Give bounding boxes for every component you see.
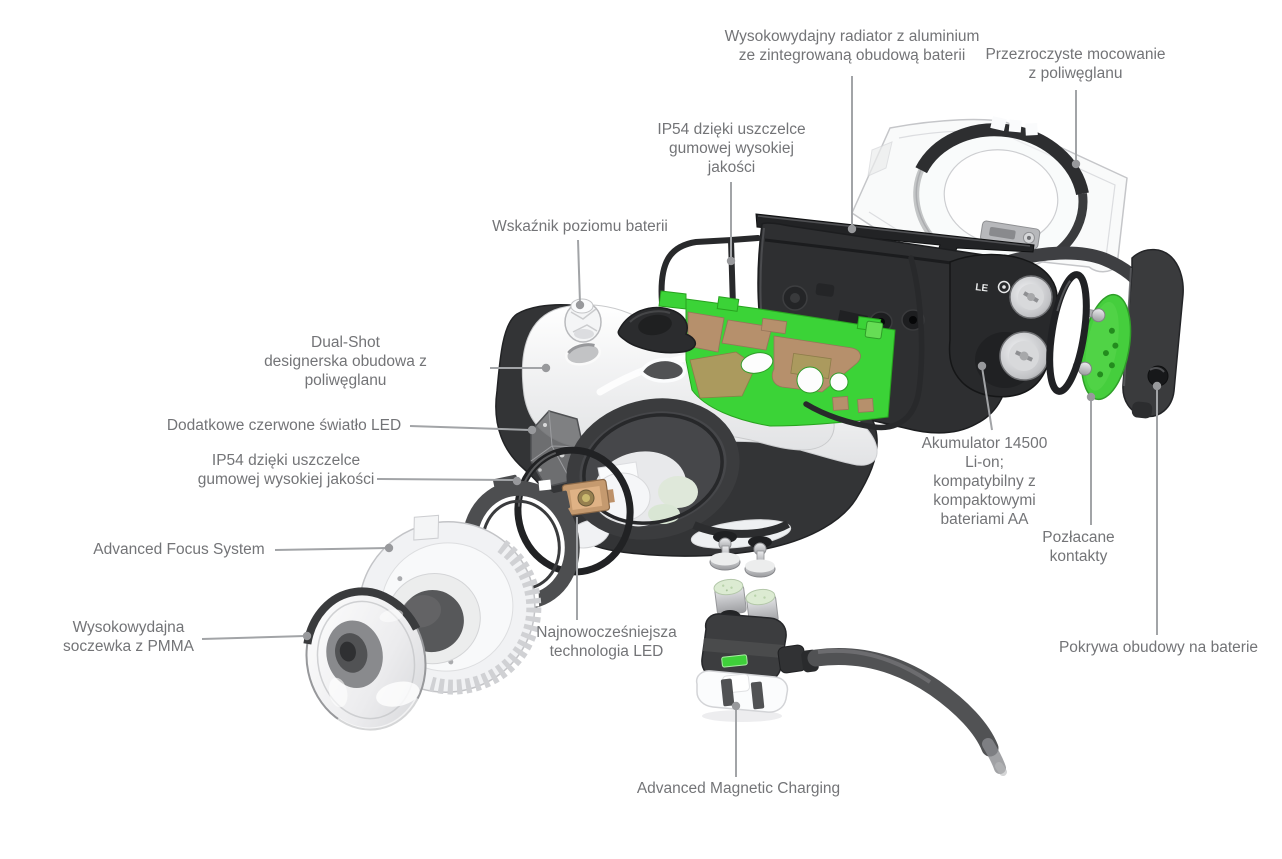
label-red-led: Dodatkowe czerwone światło LED	[166, 417, 402, 434]
pcb-hole	[796, 366, 824, 394]
leader-dot	[575, 300, 585, 310]
leader-line	[409, 425, 531, 431]
led-module	[557, 478, 615, 517]
leader-lines	[201, 76, 1162, 777]
leader-dot	[302, 631, 312, 641]
charge-contact-cylinder	[713, 578, 747, 616]
charging-pins	[709, 531, 776, 578]
oring-right-illustration	[1046, 271, 1090, 395]
label-battery-cover: Pokrywa obudowy na baterie	[1058, 639, 1259, 656]
leader-dot	[1071, 159, 1081, 169]
leader-dot	[731, 701, 741, 711]
leader-line	[201, 635, 306, 640]
power-switch	[617, 306, 696, 354]
leader-line	[376, 478, 516, 481]
copper-pad	[857, 398, 874, 413]
front-oring	[514, 446, 634, 576]
leader-dot	[977, 361, 987, 371]
leader-line	[274, 547, 388, 551]
label-battery-14500: Akumulator 14500 Li-on; kompatybilny z k…	[921, 435, 1048, 528]
radiator-logo-text: LE	[975, 282, 989, 295]
leader-dot	[541, 363, 551, 373]
label-clear-mount: Przezroczyste mocowanie z poliwęglanu	[985, 46, 1166, 82]
label-radiator: Wysokowydajny radiator z aluminium ze zi…	[724, 28, 980, 64]
leader-dot	[512, 476, 522, 486]
label-battery-indicator: Wskaźnik poziomu baterii	[492, 218, 668, 235]
battery-cover-illustration	[1122, 248, 1184, 419]
label-dual-shot-housing: Dual-Shot designerska obudowa z poliwęgl…	[264, 334, 427, 389]
leader-dot	[847, 224, 857, 234]
leader-dot	[384, 543, 394, 553]
label-ip54-seal-left: IP54 dzięki uszczelce gumowej wysokiej j…	[197, 452, 375, 488]
tilt-wire-left	[658, 235, 761, 310]
leader-line	[981, 366, 993, 431]
charge-led-window	[721, 654, 748, 668]
pcb-hole	[829, 372, 849, 392]
lens-assembly	[303, 446, 634, 732]
leader-line	[577, 239, 581, 304]
leader-dot	[726, 256, 736, 266]
leader-dot	[1152, 381, 1162, 391]
charger-illustration	[695, 578, 1007, 776]
label-led-technology: Najnowocześniejsza technologia LED	[536, 624, 677, 660]
pcb-hole	[740, 352, 774, 374]
contact-plate-illustration	[1072, 293, 1132, 401]
leader-dot	[1086, 392, 1096, 402]
copper-pad	[689, 351, 757, 399]
label-advanced-focus: Advanced Focus System	[93, 541, 265, 558]
label-magnetic-charging: Advanced Magnetic Charging	[636, 780, 841, 797]
charger-cable	[807, 647, 999, 757]
leader-dot	[527, 425, 537, 435]
label-ip54-seal-top: IP54 dzięki uszczelce gumowej wysokiej j…	[657, 121, 806, 176]
body-teardrop-hole	[638, 357, 687, 383]
pmma-lens	[303, 587, 427, 732]
mount-ring	[913, 116, 1089, 271]
pcb-illustration	[658, 290, 896, 427]
tilt-wire-right	[803, 255, 925, 431]
copper-pad	[721, 319, 773, 351]
copper-pad	[832, 396, 849, 411]
copper-pad	[760, 317, 788, 335]
label-pmma-lens: Wysokowydajna soczewka z PMMA	[63, 619, 194, 655]
label-gold-contacts: Pozłacane kontakty	[1042, 529, 1115, 565]
